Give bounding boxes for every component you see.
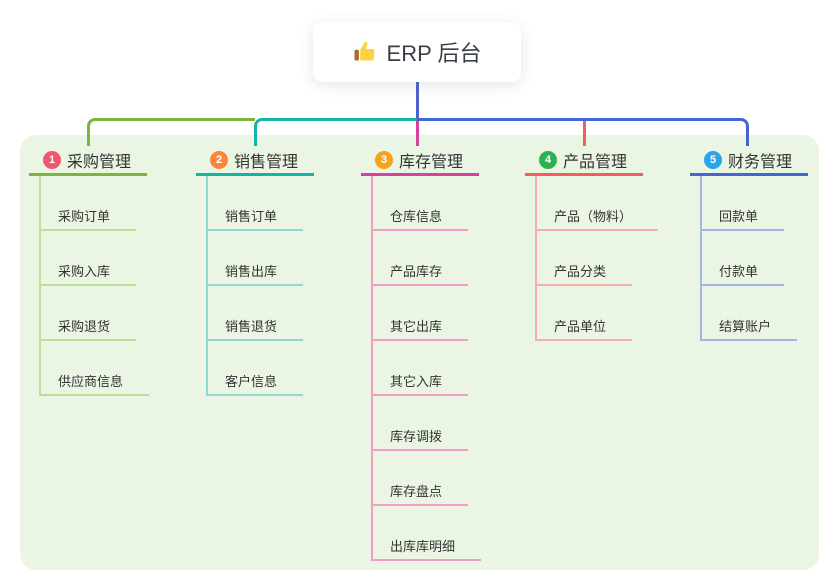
branch-label: 产品管理 <box>563 153 628 171</box>
branch-children: 销售订单 销售出库 销售退货 客户信息 <box>206 176 314 396</box>
branch-node[interactable]: 1 采购管理 <box>29 146 147 176</box>
branches-panel <box>20 135 819 570</box>
child-row: 库存调拨 <box>373 396 481 451</box>
branch-inventory: 3 库存管理 仓库信息 产品库存 其它出库 其它入库 库存调拨 库存盘点 出库库… <box>361 146 482 561</box>
root-title: ERP 后台 <box>386 41 482 66</box>
child-row: 采购订单 <box>41 176 149 231</box>
connector-branch-3 <box>416 120 419 146</box>
thumbs-up-icon <box>353 40 377 64</box>
branch-number-badge: 2 <box>210 150 228 169</box>
child-row: 结算账户 <box>702 286 808 341</box>
child-node[interactable]: 其它入库 <box>373 371 469 396</box>
child-row: 其它出库 <box>373 286 481 341</box>
child-row: 供应商信息 <box>41 341 150 396</box>
child-node[interactable]: 库存调拨 <box>373 426 469 451</box>
child-node[interactable]: 仓库信息 <box>373 206 469 231</box>
child-row: 产品库存 <box>373 231 481 286</box>
child-row: 销售退货 <box>208 286 314 341</box>
child-node[interactable]: 采购退货 <box>41 316 137 341</box>
child-row: 客户信息 <box>208 341 314 396</box>
child-row: 库存盘点 <box>373 451 481 506</box>
child-row: 采购退货 <box>41 286 149 341</box>
child-row: 产品（物料） <box>537 176 659 231</box>
child-node[interactable]: 库存盘点 <box>373 481 469 506</box>
child-node[interactable]: 采购订单 <box>41 206 137 231</box>
branch-children: 回款单 付款单 结算账户 <box>700 176 808 341</box>
branch-children: 采购订单 采购入库 采购退货 供应商信息 <box>39 176 150 396</box>
branch-children: 仓库信息 产品库存 其它出库 其它入库 库存调拨 库存盘点 出库库明细 <box>371 176 482 561</box>
child-row: 采购入库 <box>41 231 149 286</box>
connector-branch-5 <box>417 118 749 146</box>
child-node[interactable]: 产品（物料） <box>537 206 659 231</box>
child-row: 付款单 <box>702 231 808 286</box>
branch-number-badge: 5 <box>704 150 722 169</box>
child-node[interactable]: 产品分类 <box>537 261 633 286</box>
branch-label: 销售管理 <box>234 153 299 171</box>
root-node[interactable]: ERP 后台 <box>313 22 521 82</box>
child-row: 产品分类 <box>537 231 658 286</box>
child-node[interactable]: 产品库存 <box>373 261 469 286</box>
branch-product: 4 产品管理 产品（物料） 产品分类 产品单位 <box>525 146 659 341</box>
child-node[interactable]: 产品单位 <box>537 316 633 341</box>
branch-node[interactable]: 4 产品管理 <box>525 146 643 176</box>
child-row: 产品单位 <box>537 286 658 341</box>
branch-node[interactable]: 5 财务管理 <box>690 146 808 176</box>
branch-children: 产品（物料） 产品分类 产品单位 <box>535 176 659 341</box>
child-row: 销售出库 <box>208 231 314 286</box>
child-row: 出库库明细 <box>373 506 482 561</box>
child-row: 其它入库 <box>373 341 481 396</box>
child-node[interactable]: 出库库明细 <box>373 536 482 561</box>
child-node[interactable]: 销售订单 <box>208 206 304 231</box>
connector-root <box>416 82 419 121</box>
branch-label: 采购管理 <box>67 153 132 171</box>
branch-purchase: 1 采购管理 采购订单 采购入库 采购退货 供应商信息 <box>29 146 150 396</box>
child-row: 回款单 <box>702 176 808 231</box>
child-node[interactable]: 采购入库 <box>41 261 137 286</box>
child-node[interactable]: 客户信息 <box>208 371 304 396</box>
child-node[interactable]: 其它出库 <box>373 316 469 341</box>
child-node[interactable]: 销售出库 <box>208 261 304 286</box>
branch-finance: 5 财务管理 回款单 付款单 结算账户 <box>690 146 808 341</box>
child-row: 销售订单 <box>208 176 314 231</box>
branch-number-badge: 3 <box>375 150 393 169</box>
child-node[interactable]: 付款单 <box>702 261 785 286</box>
connector-branch-4 <box>583 118 586 146</box>
child-node[interactable]: 回款单 <box>702 206 785 231</box>
child-row: 仓库信息 <box>373 176 481 231</box>
branch-label: 库存管理 <box>399 153 464 171</box>
connector-branch-1 <box>87 118 255 146</box>
branch-number-badge: 1 <box>43 150 61 169</box>
connector-branch-2 <box>254 118 417 146</box>
branch-node[interactable]: 3 库存管理 <box>361 146 479 176</box>
child-node[interactable]: 结算账户 <box>702 316 798 341</box>
branch-sales: 2 销售管理 销售订单 销售出库 销售退货 客户信息 <box>196 146 314 396</box>
branch-node[interactable]: 2 销售管理 <box>196 146 314 176</box>
branch-label: 财务管理 <box>728 153 793 171</box>
child-node[interactable]: 销售退货 <box>208 316 304 341</box>
branch-number-badge: 4 <box>539 150 557 169</box>
child-node[interactable]: 供应商信息 <box>41 371 150 396</box>
